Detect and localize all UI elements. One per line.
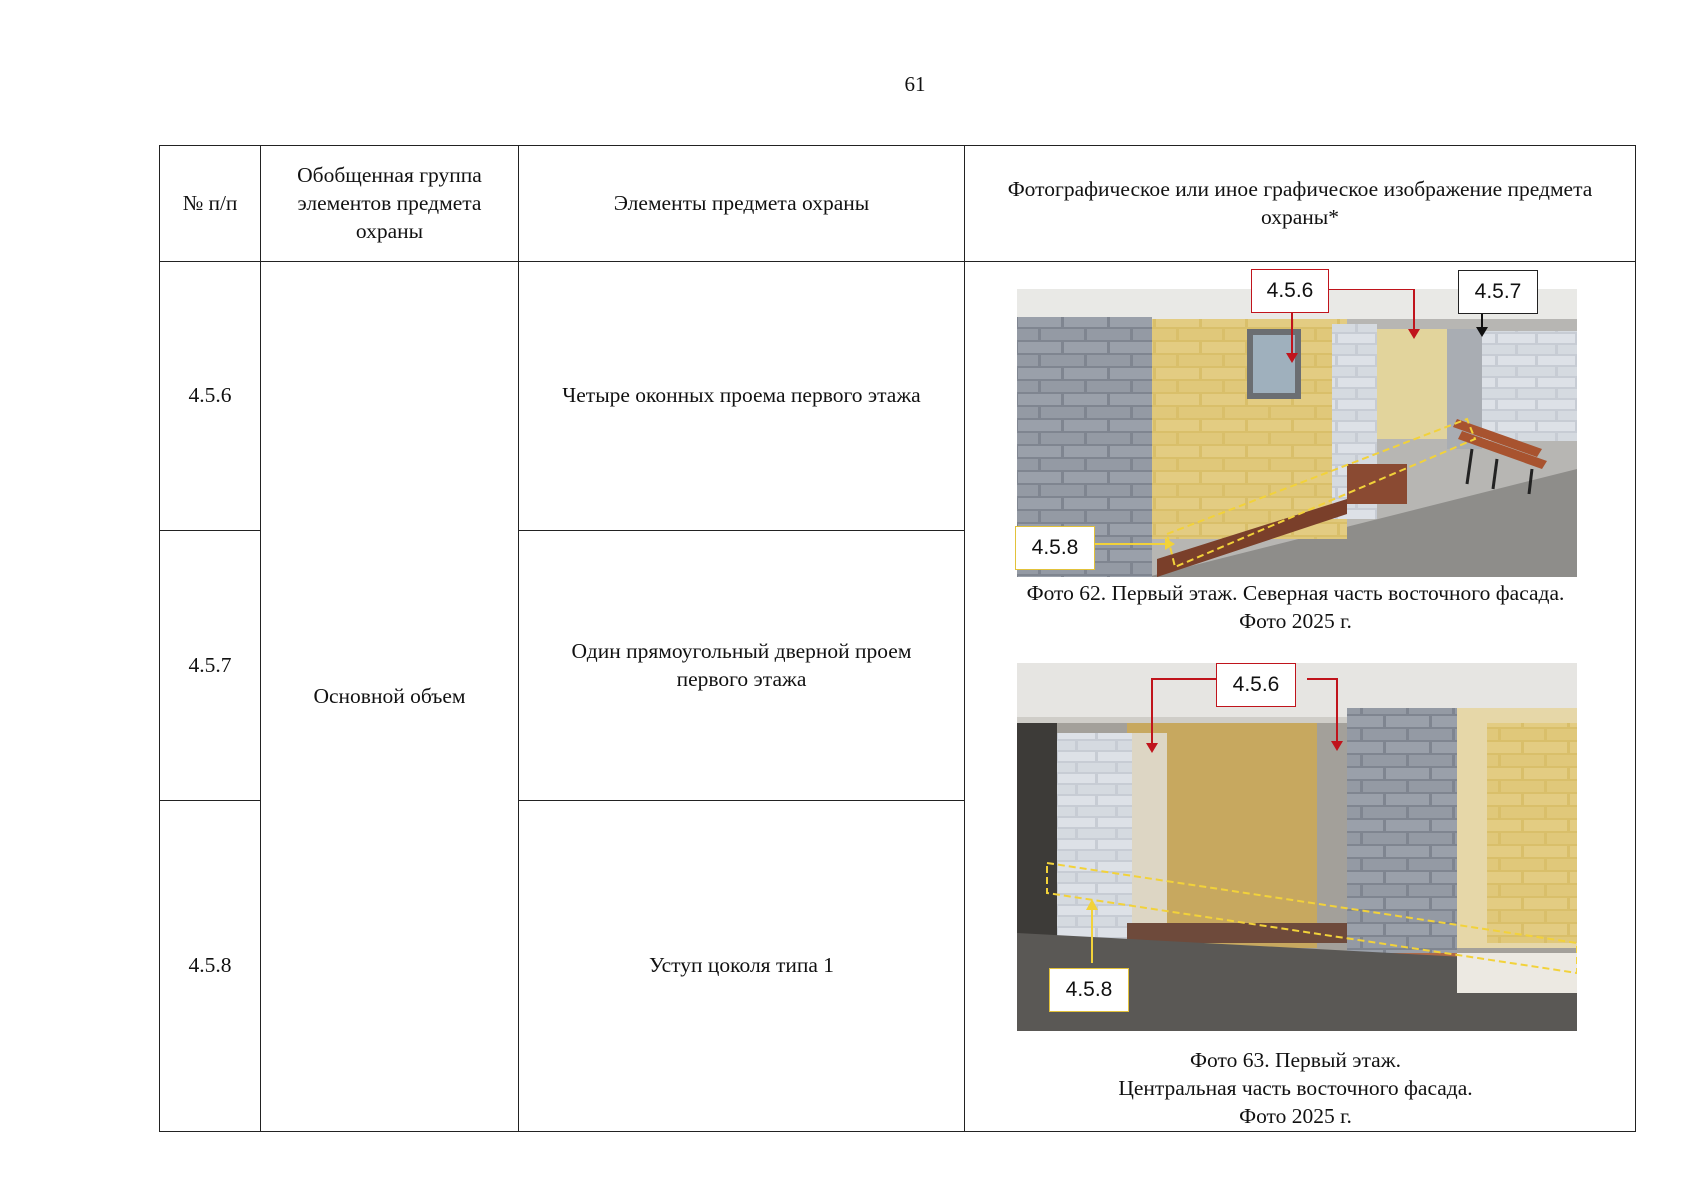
group-cell: Основной объем bbox=[260, 261, 519, 1132]
page-number: 61 bbox=[904, 72, 926, 96]
photo-63-caption: Фото 63. Первый этаж. Центральная часть … bbox=[965, 1047, 1626, 1131]
table-row: 4.5.6 Основной объем Четыре оконных прое… bbox=[159, 261, 1636, 1132]
row-element: Один прямоугольный дверной проем первого… bbox=[518, 530, 965, 801]
row-number: 4.5.6 bbox=[159, 261, 261, 532]
table-row: 4.5.8 Уступ цоколя типа 1 bbox=[159, 799, 1636, 1133]
label-4-5-8-photo63: 4.5.8 bbox=[1049, 968, 1129, 1013]
caption-line: Фото 63. Первый этаж. bbox=[1190, 1048, 1401, 1073]
row-number: 4.5.8 bbox=[159, 799, 261, 1133]
row-number: 4.5.7 bbox=[159, 530, 261, 801]
label-4-5-7-photo62: 4.5.7 bbox=[1458, 270, 1538, 315]
label-4-5-8-photo62: 4.5.8 bbox=[1015, 526, 1095, 571]
photo-cell: 4.5.6 4.5.7 4.5.8 Фото 62. Первый этаж. … bbox=[964, 261, 1636, 1132]
row-element: Четыре оконных проема первого этажа bbox=[518, 261, 965, 532]
header-elements: Элементы предмета охраны bbox=[518, 144, 965, 263]
table-row: 4.5.7 Один прямоугольный дверной проем п… bbox=[159, 530, 1636, 801]
caption-line: Фото 2025 г. bbox=[1239, 1103, 1352, 1128]
table-header-row: № п/п Обобщенная группа элементов предме… bbox=[159, 144, 1636, 263]
row-element: Уступ цоколя типа 1 bbox=[518, 799, 965, 1133]
photo-63 bbox=[1017, 663, 1577, 1032]
header-group: Обобщенная группа элементов предмета охр… bbox=[260, 144, 519, 263]
caption-line: Фото 2025 г. bbox=[1239, 609, 1352, 634]
header-num: № п/п bbox=[159, 144, 261, 263]
label-4-5-6-photo62: 4.5.6 bbox=[1251, 269, 1329, 314]
photo-62 bbox=[1017, 289, 1577, 578]
protection-table: № п/п Обобщенная группа элементов предме… bbox=[159, 144, 1636, 1133]
header-image: Фотографическое или иное графическое изо… bbox=[964, 144, 1636, 263]
caption-line: Фото 62. Первый этаж. Северная часть вос… bbox=[1026, 581, 1565, 606]
caption-line: Центральная часть восточного фасада. bbox=[1118, 1076, 1473, 1101]
photo-62-caption: Фото 62. Первый этаж. Северная часть вос… bbox=[965, 580, 1626, 636]
label-4-5-6-photo63: 4.5.6 bbox=[1216, 663, 1296, 708]
